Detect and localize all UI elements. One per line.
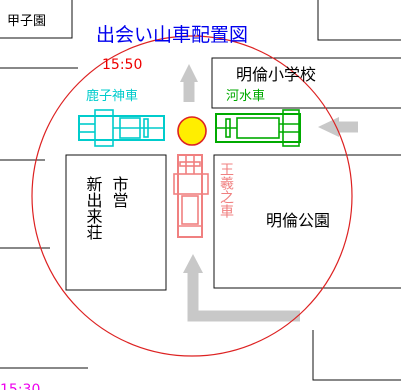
float-right-name: 河水車 <box>226 89 265 104</box>
park-label: 明倫公園 <box>266 211 330 230</box>
arrow-up-top-head <box>180 64 198 82</box>
float-left-name: 鹿子神車 <box>86 88 138 104</box>
float-left <box>78 109 165 147</box>
school-label: 明倫小学校 <box>236 65 316 84</box>
float-right <box>215 109 301 147</box>
route-arrows <box>183 80 358 322</box>
block-top-left <box>0 0 73 39</box>
float-center-name: 王羲之車 <box>218 162 234 218</box>
cut-off-time-label: 15:30 <box>0 382 40 390</box>
housing-label-col2: 市営 <box>110 176 129 208</box>
housing-label-col1: 新出来荘 <box>84 176 103 240</box>
focus-circle <box>31 35 353 357</box>
arrow-route-bottom-shaft <box>187 272 300 322</box>
block-housing <box>65 154 167 291</box>
center-lamp <box>177 116 207 146</box>
diagram-title: 出会い山車配置図 <box>96 24 248 46</box>
block-bottom-right <box>312 330 401 381</box>
time-label: 15:50 <box>102 57 142 73</box>
block-school <box>211 57 401 109</box>
float-center <box>173 154 209 238</box>
corner-label: 甲子園 <box>7 14 46 29</box>
block-top-right <box>317 0 401 41</box>
arrow-route-bottom-head <box>183 254 203 273</box>
block-park <box>213 154 401 289</box>
